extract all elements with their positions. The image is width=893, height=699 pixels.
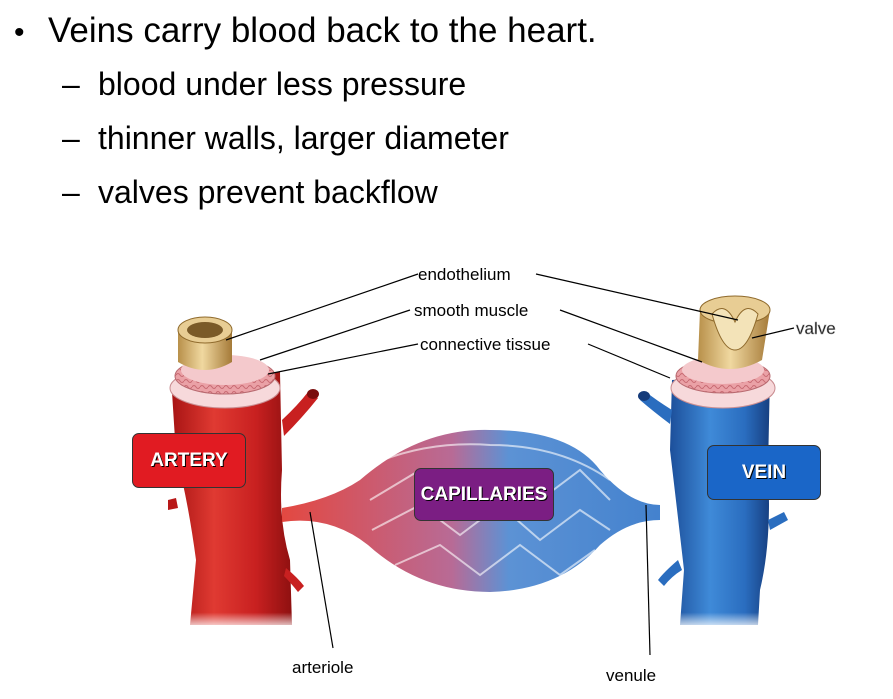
sub-bullet: –blood under less pressure	[62, 62, 466, 106]
sub-bullet: –valves prevent backflow	[62, 170, 438, 214]
smooth-muscle-label: smooth muscle	[414, 301, 528, 320]
arteriole-label: arteriole	[292, 658, 353, 677]
main-bullet-text: Veins carry blood back to the heart.	[48, 11, 597, 50]
valve-label: valve	[796, 319, 836, 338]
sub-bullet-dash: –	[62, 66, 80, 102]
sub-bullet-dash: –	[62, 120, 80, 156]
vein-tag: VEIN	[707, 445, 821, 500]
sub-bullet-text: blood under less pressure	[98, 66, 467, 102]
sub-bullet-text: valves prevent backflow	[98, 174, 438, 210]
vein	[630, 295, 800, 630]
bullet-dot: •	[14, 16, 25, 49]
sub-bullet-dash: –	[62, 174, 80, 210]
leader-lines	[225, 273, 795, 656]
sub-bullet-text: thinner walls, larger diameter	[98, 120, 509, 156]
venule-label: venule	[606, 666, 656, 685]
connective-tissue-label: connective tissue	[420, 335, 550, 354]
capillaries-tag: CAPILLARIES	[414, 468, 554, 521]
endothelium-label: endothelium	[418, 265, 511, 284]
artery-tag: ARTERY	[132, 433, 246, 488]
artery	[160, 316, 319, 630]
sub-bullet: –thinner walls, larger diameter	[62, 116, 509, 160]
main-bullet: • Veins carry blood back to the heart.	[14, 6, 597, 58]
